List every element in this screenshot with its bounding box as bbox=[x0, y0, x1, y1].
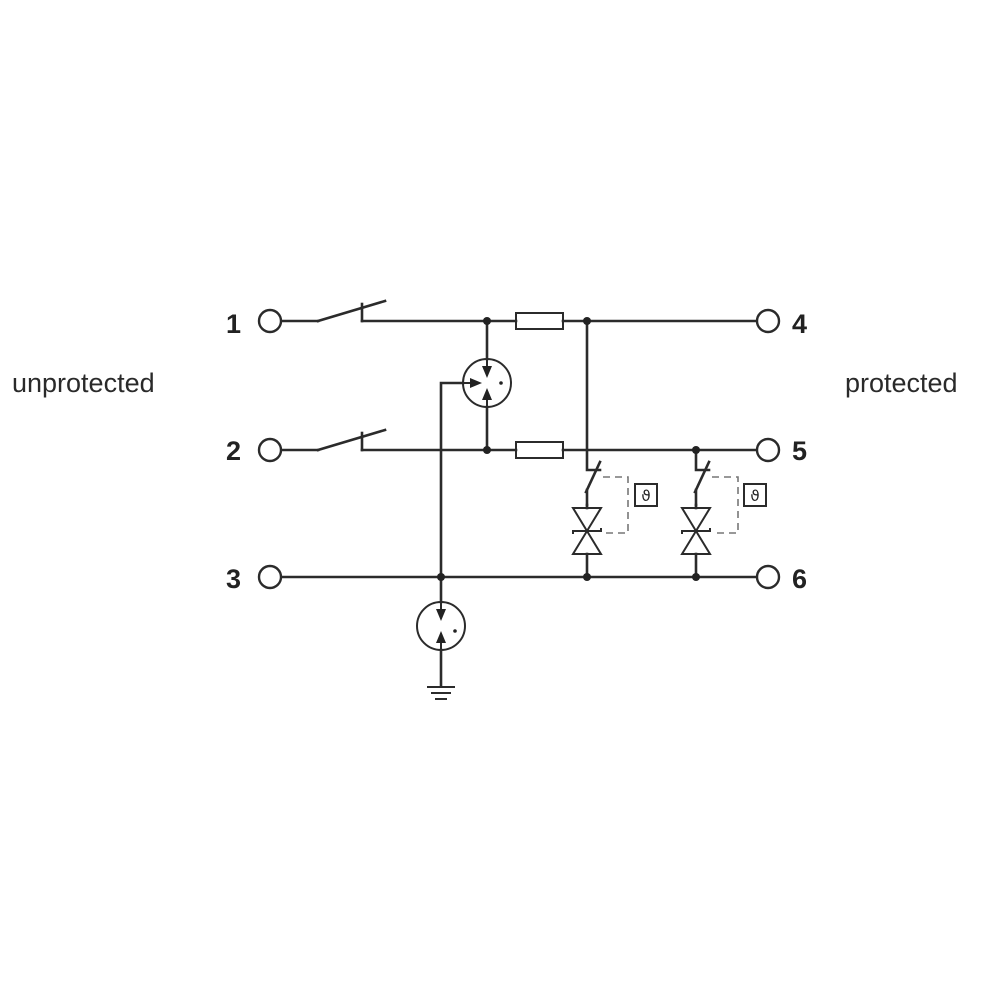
switch-2-blade bbox=[316, 428, 387, 452]
thermal-switch-2-blade bbox=[693, 460, 711, 494]
junction-dots bbox=[437, 317, 700, 581]
terminal-1 bbox=[257, 308, 283, 334]
terminal-5 bbox=[755, 437, 781, 463]
terminal-4 bbox=[755, 308, 781, 334]
thermal-disconnect-1-icon bbox=[634, 483, 658, 507]
protected-label: protected bbox=[845, 368, 958, 398]
terminal-2-label: 2 bbox=[226, 436, 241, 466]
gdt-ground-icon bbox=[416, 575, 466, 688]
tvs-diode-1-icon bbox=[571, 507, 603, 555]
line-1-wiring bbox=[280, 299, 759, 330]
theta-symbol-1: ϑ bbox=[641, 487, 650, 505]
tvs-diode-2-icon bbox=[680, 507, 712, 555]
ground-icon bbox=[427, 686, 455, 700]
terminal-1-label: 1 bbox=[226, 309, 241, 339]
switch-1-blade bbox=[316, 299, 387, 323]
thermal-switch-1-blade bbox=[584, 460, 602, 494]
terminal-5-label: 5 bbox=[792, 436, 807, 466]
terminal-4-label: 4 bbox=[792, 309, 807, 339]
terminal-2 bbox=[257, 437, 283, 463]
tvs-branch-2: ϑ bbox=[680, 448, 767, 579]
resistor-2-icon bbox=[515, 441, 564, 459]
terminal-3 bbox=[257, 564, 283, 590]
line-2-wiring bbox=[280, 428, 759, 459]
gdt-3pole-icon bbox=[439, 319, 512, 579]
terminal-6-label: 6 bbox=[792, 564, 807, 594]
theta-symbol-2: ϑ bbox=[750, 487, 759, 505]
thermal-disconnect-2-icon bbox=[743, 483, 767, 507]
resistor-1-icon bbox=[515, 312, 564, 330]
unprotected-label: unprotected bbox=[12, 368, 155, 398]
terminal-3-label: 3 bbox=[226, 564, 241, 594]
terminal-6 bbox=[755, 564, 781, 590]
